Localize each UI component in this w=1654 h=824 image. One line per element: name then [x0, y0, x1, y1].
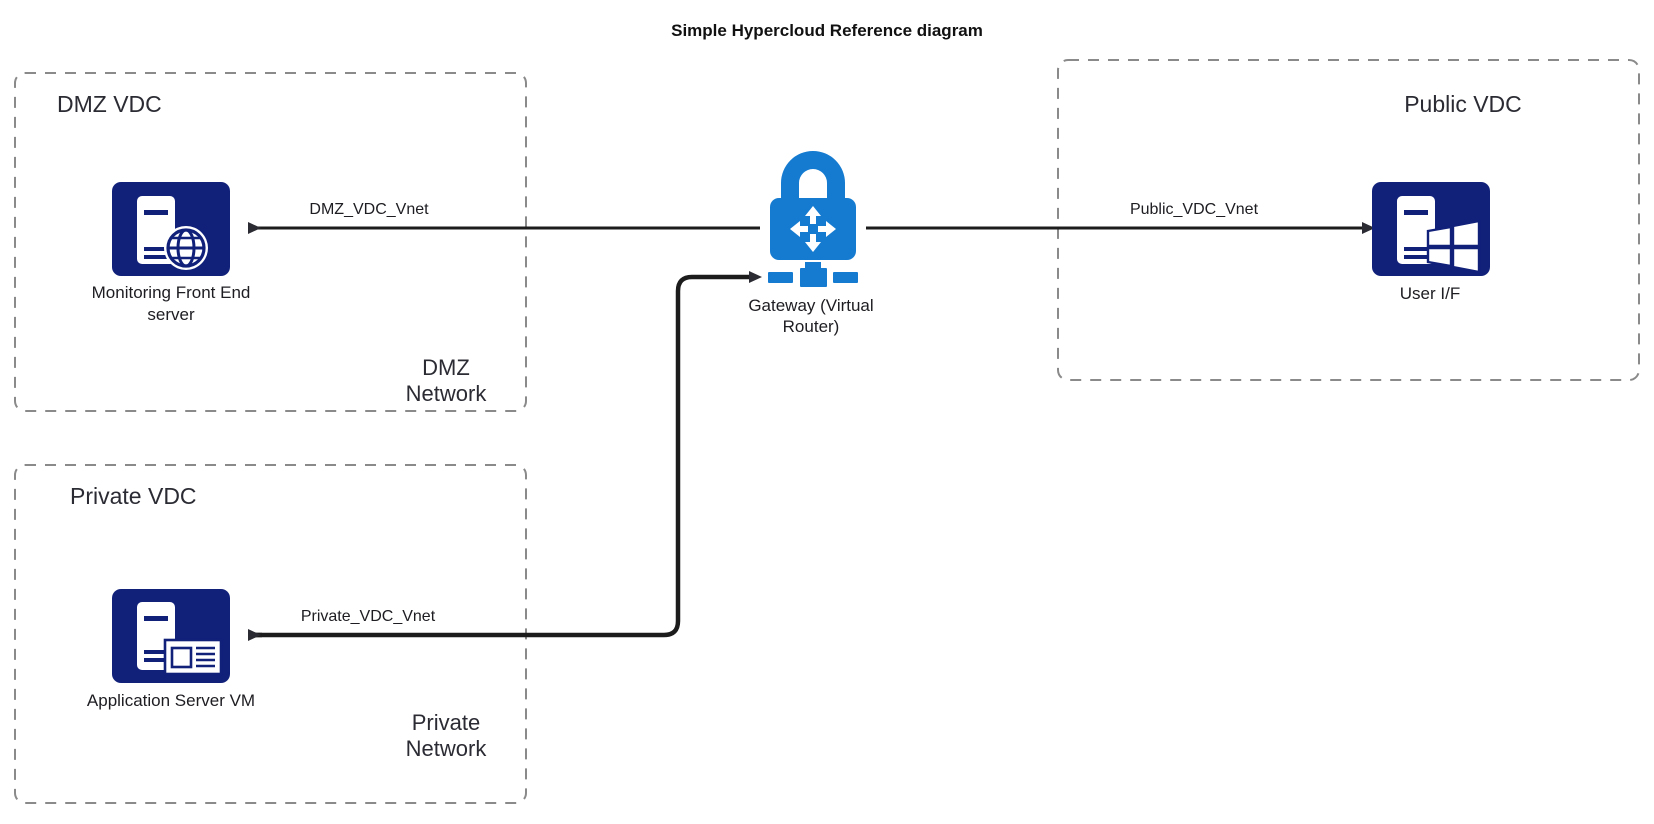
connection-dmz-vnet: DMZ_VDC_Vnet — [248, 201, 760, 234]
monitoring-label-line1: Monitoring Front End — [92, 283, 251, 302]
windows-logo — [1426, 219, 1481, 274]
zone-private-label: Private VDC — [70, 483, 197, 509]
zone-private-vdc: Private VDC Private Network — [14, 464, 527, 804]
node-monitoring-front-end-server[interactable]: Monitoring Front End server — [92, 182, 251, 324]
page-title: Simple Hypercloud Reference diagram — [671, 21, 983, 40]
node-gateway-virtual-router[interactable]: Gateway (Virtual Router) — [748, 151, 874, 336]
private-network-label-line2: Network — [406, 736, 488, 761]
zone-public-label: Public VDC — [1404, 91, 1522, 117]
server-globe-icon — [112, 182, 230, 276]
private-vnet-line-to-gateway — [248, 271, 762, 638]
zone-dmz-border — [14, 72, 527, 412]
dmz-network-label-line2: Network — [406, 381, 488, 406]
connection-public-vnet: Public_VDC_Vnet — [866, 201, 1375, 234]
connection-private-vnet: Private_VDC_Vnet — [248, 271, 762, 641]
application-server-vm-label: Application Server VM — [87, 691, 255, 710]
server-windows-icon — [1372, 182, 1490, 276]
dmz-vnet-label: DMZ_VDC_Vnet — [309, 201, 429, 218]
node-user-if[interactable]: User I/F — [1372, 182, 1490, 303]
public-vnet-label: Public_VDC_Vnet — [1130, 201, 1259, 218]
zone-public-vdc: Public VDC — [1057, 59, 1640, 381]
dmz-network-label-line1: DMZ — [422, 355, 470, 380]
node-application-server-vm[interactable]: Application Server VM — [87, 589, 255, 710]
monitoring-label-line2: server — [147, 305, 195, 324]
lock-router-icon — [768, 151, 858, 287]
zone-public-border — [1057, 59, 1640, 381]
server-monitor-icon — [112, 589, 230, 683]
private-vnet-label: Private_VDC_Vnet — [301, 608, 436, 625]
zone-dmz-label: DMZ VDC — [57, 91, 162, 117]
user-if-label: User I/F — [1400, 284, 1460, 303]
gateway-label-line1: Gateway (Virtual — [748, 296, 873, 315]
gateway-label-line2: Router) — [783, 317, 840, 336]
zone-dmz-vdc: DMZ VDC DMZ Network — [14, 72, 527, 412]
private-network-label-line1: Private — [412, 710, 480, 735]
